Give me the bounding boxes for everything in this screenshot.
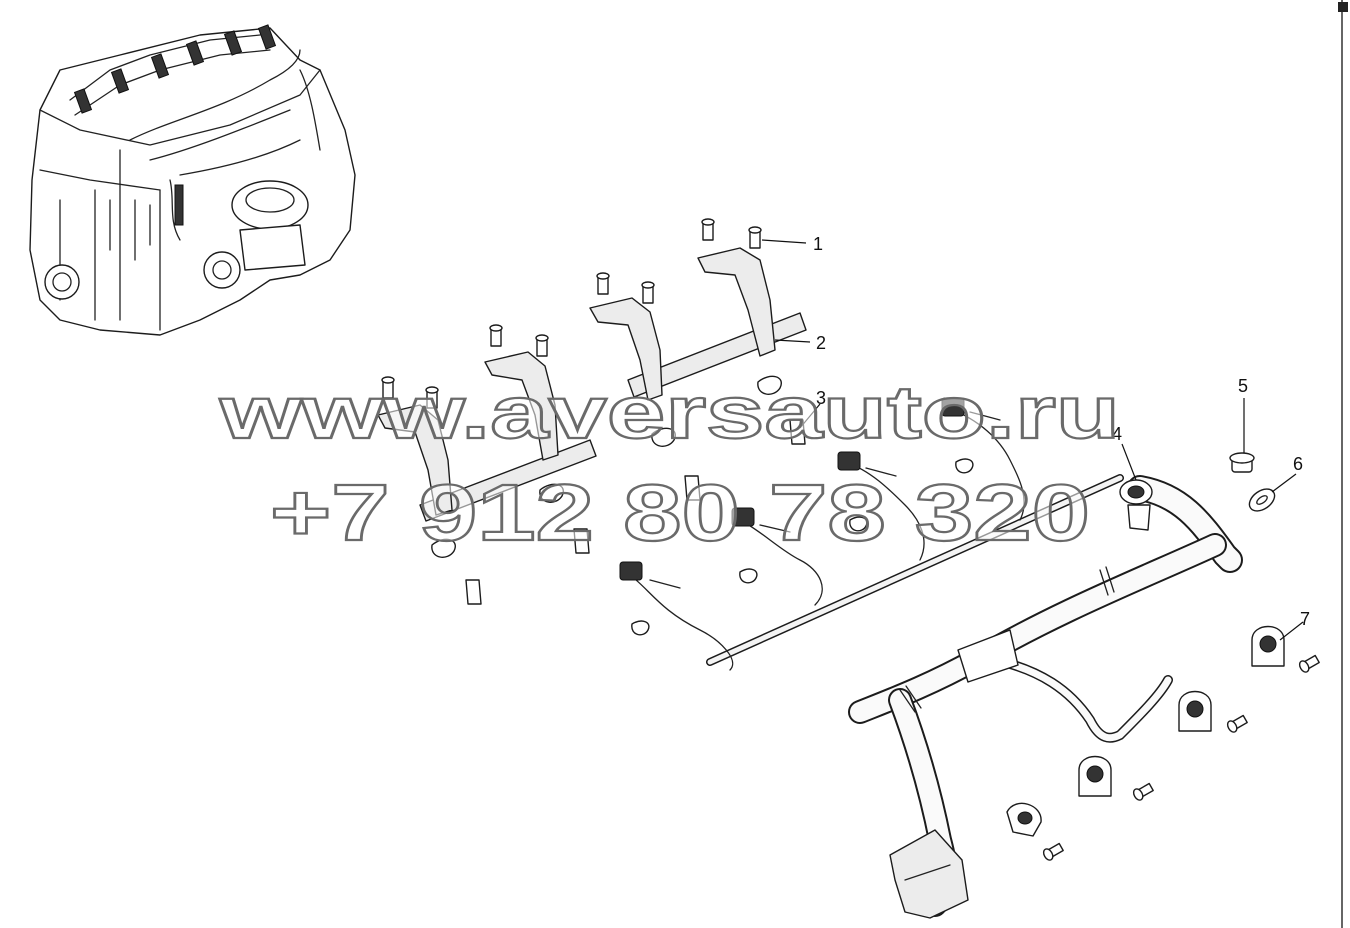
callout-2: 2 xyxy=(816,333,826,353)
breather-pipe-assembly xyxy=(848,475,1243,919)
callout-4: 4 xyxy=(1112,424,1122,444)
clip-group xyxy=(431,375,974,636)
wiring-harness xyxy=(619,397,1124,671)
screw-group xyxy=(1042,654,1320,861)
washer-item-6 xyxy=(1248,488,1276,512)
fitting-item-5 xyxy=(1229,452,1255,473)
injector-bracket-rail-rear xyxy=(589,247,807,401)
callout-leaders xyxy=(761,239,1304,641)
injector-bracket-rail-front xyxy=(377,351,597,522)
callout-labels: 1 2 3 4 5 6 7 xyxy=(813,234,1310,629)
callout-1: 1 xyxy=(813,234,823,254)
callout-3: 3 xyxy=(816,388,826,408)
watermark: www.aversauto.ru +7 912 80 78 320 xyxy=(217,370,1121,558)
watermark-phone: +7 912 80 78 320 xyxy=(270,468,1090,557)
frame-corner-mark xyxy=(1338,2,1348,12)
bolt-group xyxy=(381,218,762,409)
callout-7: 7 xyxy=(1300,609,1310,629)
engine-overview-illustration xyxy=(29,24,356,336)
pipe-clamp-group xyxy=(1006,625,1285,837)
callout-5: 5 xyxy=(1238,376,1248,396)
watermark-url: www.aversauto.ru xyxy=(219,371,1120,454)
callout-6: 6 xyxy=(1293,454,1303,474)
